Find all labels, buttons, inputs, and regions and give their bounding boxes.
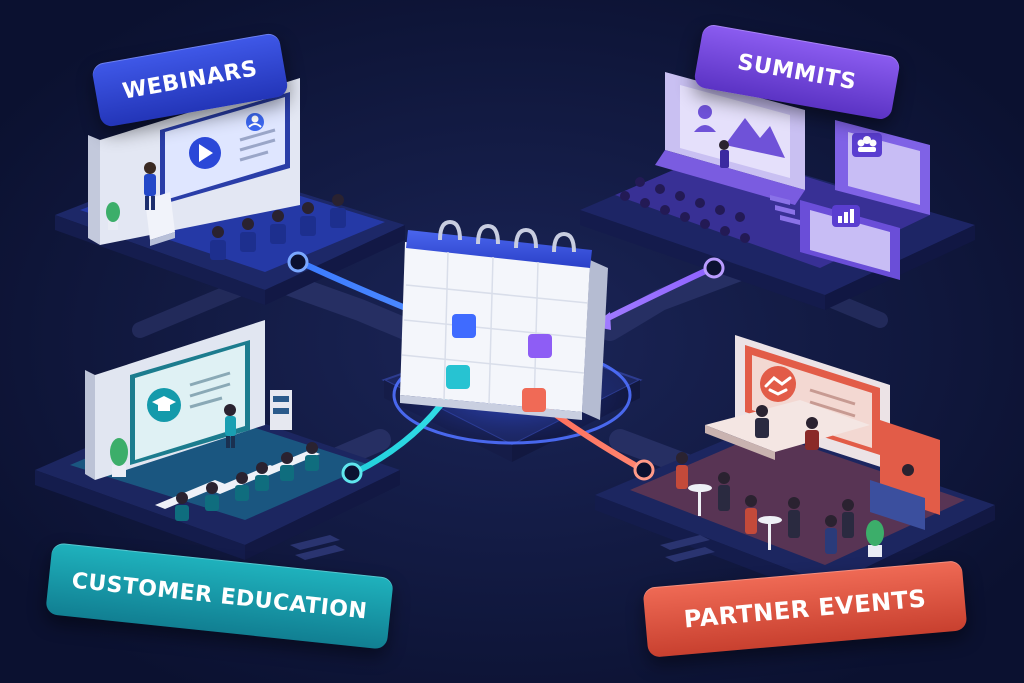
calendar-slot-partner	[522, 388, 546, 412]
summits-zone	[580, 72, 975, 310]
networking-crowd	[676, 452, 854, 554]
calendar-slot-summits	[528, 334, 552, 358]
graduation-cap-icon	[147, 388, 181, 422]
calendar-slot-webinars	[452, 314, 476, 338]
cocktail-tables	[688, 484, 782, 550]
person-mountain-icon	[694, 105, 785, 158]
person-icon	[246, 113, 264, 131]
calendar-grid	[401, 251, 589, 409]
lounge-stage	[705, 400, 870, 460]
stairs	[290, 535, 345, 560]
bookshelf	[270, 390, 292, 430]
students	[175, 455, 319, 521]
stairs	[660, 535, 715, 562]
handshake-icon	[760, 366, 796, 402]
plant	[866, 520, 884, 557]
student-heads	[176, 442, 318, 504]
plant	[106, 202, 120, 230]
webinars-zone	[55, 78, 405, 305]
group-icon	[857, 136, 877, 152]
summit-audience	[620, 177, 750, 243]
audience	[210, 194, 346, 260]
play-icon	[189, 137, 221, 169]
booth	[870, 420, 940, 530]
calendar-icon	[400, 219, 608, 420]
calendar-rings	[438, 219, 576, 253]
bar-chart-icon	[838, 209, 854, 223]
calendar-slot-education	[446, 365, 470, 389]
customer-education-zone	[35, 320, 400, 560]
lounge-guests	[755, 405, 819, 450]
speaker	[719, 140, 729, 168]
teacher	[224, 404, 236, 448]
plant	[110, 438, 128, 477]
stairs	[770, 195, 800, 225]
presenter	[144, 162, 156, 210]
partner-events-zone	[595, 335, 995, 600]
